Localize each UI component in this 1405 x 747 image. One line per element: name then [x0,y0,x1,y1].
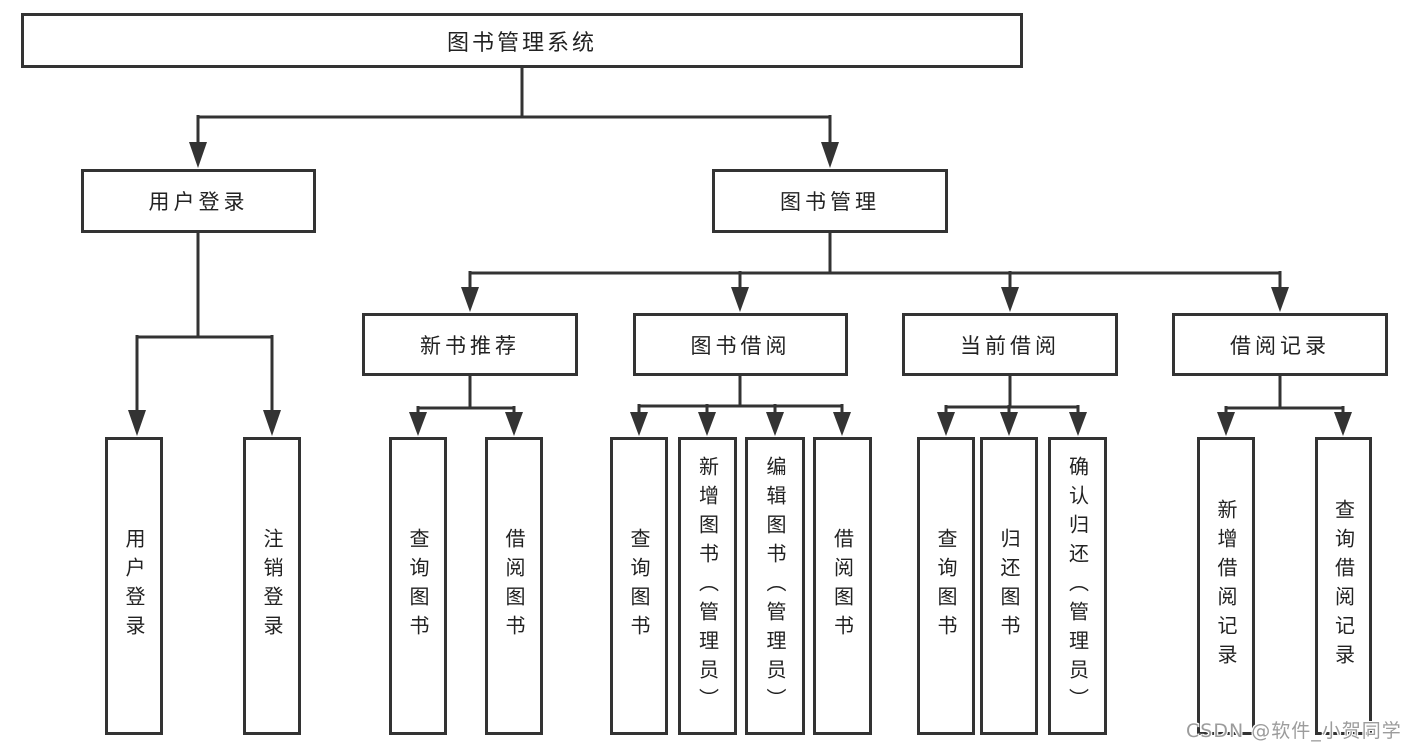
connector-book-management-children [461,233,1289,312]
node-query-borrow-record: 查询借阅记录 [1315,437,1372,735]
node-book-borrowing: 图书借阅 [633,313,848,376]
connector-new-book-recommend-children [409,376,523,436]
connector-root-to-level2 [189,68,839,168]
node-label: 查询图书 [934,528,958,644]
connector-user-login-children [128,233,281,436]
node-logout: 注销登录 [243,437,301,735]
node-add-borrow-record: 新增借阅记录 [1197,437,1255,735]
node-label: 当前借阅 [960,333,1060,358]
node-label: 借阅图书 [502,528,526,644]
connector-book-borrowing-children [630,376,851,436]
node-label: 归还图书 [997,528,1021,644]
node-label: 用户登录 [148,190,249,214]
node-user-login: 用户登录 [81,169,316,233]
node-book-management: 图书管理 [712,169,948,233]
node-label: 新增借阅记录 [1214,499,1238,673]
node-borrow-books-leaf: 借阅图书 [813,437,872,735]
node-borrow-books-recommend: 借阅图书 [485,437,543,735]
node-label: 图书管理系统 [446,30,597,56]
node-current-borrowing: 当前借阅 [902,313,1118,376]
node-query-books-recommend: 查询图书 [389,437,447,735]
csdn-watermark: CSDN @软件_小贺同学 [1186,720,1402,742]
connector-borrowing-records-children [1217,376,1352,436]
node-new-book-recommendation: 新书推荐 [362,313,578,376]
node-edit-book-admin: 编辑图书（管理员） [745,437,805,735]
node-add-book-admin: 新增图书（管理员） [678,437,737,735]
node-query-books-borrowing: 查询图书 [610,437,668,735]
node-label: 借阅记录 [1230,333,1330,358]
connector-current-borrowing-children [937,376,1087,436]
node-label: 新书推荐 [420,333,520,358]
node-label: 注销登录 [260,528,284,644]
node-label: 用户登录 [122,528,146,644]
node-borrowing-records: 借阅记录 [1172,313,1388,376]
node-label: 查询图书 [406,528,430,644]
node-library-management-system: 图书管理系统 [21,13,1023,68]
node-label: 借阅图书 [830,528,855,644]
node-user-login-leaf: 用户登录 [105,437,163,735]
node-label: 编辑图书（管理员） [763,455,787,717]
node-label: 图书管理 [780,190,880,214]
node-label: 确认归还（管理员） [1065,455,1090,717]
node-label: 查询图书 [627,528,651,644]
node-label: 图书借阅 [690,333,791,358]
node-confirm-return-admin: 确认归还（管理员） [1048,437,1107,735]
node-label: 新增图书（管理员） [695,455,720,717]
node-label: 查询借阅记录 [1331,499,1356,673]
node-query-books-current: 查询图书 [917,437,975,735]
node-return-book: 归还图书 [980,437,1038,735]
